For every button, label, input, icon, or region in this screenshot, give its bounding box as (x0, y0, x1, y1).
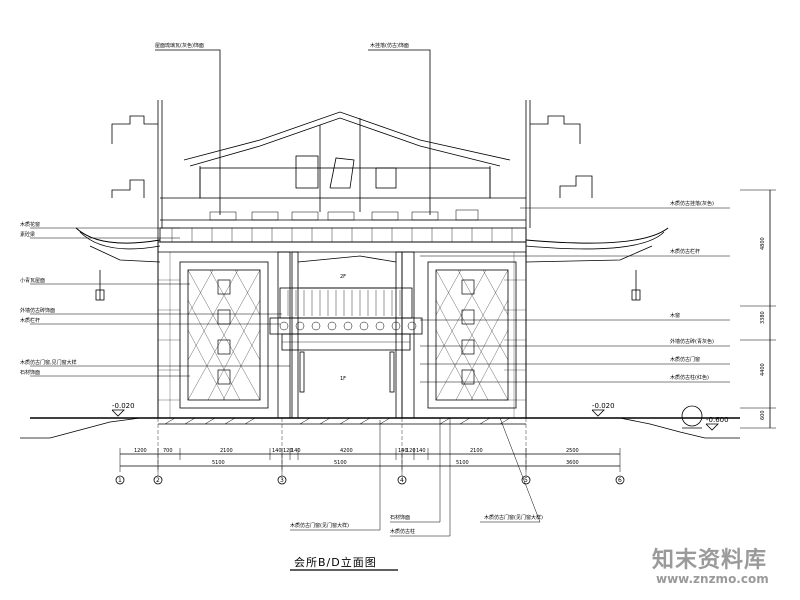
axis-label: 4 (400, 477, 404, 484)
axis-label: 5 (524, 477, 528, 484)
dimensions-bottom: 1200 700 2100 140 120 140 4200 140 120 1… (134, 448, 579, 466)
axis-bubbles: 1 2 3 4 5 6 (118, 477, 622, 484)
callout-bottom-label: 木质仿古门窗(见门窗大样) (290, 522, 349, 529)
dim-label: 5100 (212, 460, 225, 466)
dim-label: 3600 (566, 460, 579, 466)
dim-label: 140 (398, 448, 408, 454)
dim-label: 4800 (760, 237, 766, 250)
inner-labels: 2F 1F (340, 274, 346, 382)
dim-label: 2100 (220, 448, 233, 454)
callouts-left: 木质花窗 素砼梁 小青瓦屋面 外墙仿古砖饰面 木质栏杆 木质仿古门窗,见门窗大样… (20, 221, 77, 376)
dim-label: 140 (272, 448, 282, 454)
watermark: 知末资料库 www.znzmo.com (644, 538, 794, 594)
callout-bottom-label: 石材饰面 (390, 514, 410, 521)
dim-label: 700 (163, 448, 173, 454)
axis-label: 1 (118, 477, 122, 484)
callout-left-label: 外墙仿古砖饰面 (20, 307, 55, 314)
callouts-right: 木质仿古挂落(灰色) 木质仿古栏杆 木窗 外墙仿古砖(青灰色) 木质仿古门窗 木… (670, 200, 714, 381)
callout-left-label: 木质仿古门窗,见门窗大样 (20, 359, 77, 366)
callout-right-label: 木质仿古挂落(灰色) (670, 200, 714, 207)
floor-label: 2F (340, 274, 346, 280)
watermark-url: www.znzmo.com (656, 572, 769, 586)
dim-label: 120 (406, 448, 416, 454)
drawing-linework (20, 49, 776, 571)
dim-label: 1200 (134, 448, 147, 454)
callout-right-label: 外墙仿古砖(青灰色) (670, 338, 714, 345)
callout-right-label: 木质仿古柱(红色) (670, 374, 709, 381)
dim-label: 5100 (456, 460, 469, 466)
callout-top-label: 木挂落(仿古)饰面 (370, 42, 409, 49)
dim-label: 600 (760, 410, 766, 420)
dim-label: 140 (416, 448, 426, 454)
callout-left-label: 木质花窗 (20, 221, 40, 228)
floor-label: 1F (340, 376, 346, 382)
callout-left-label: 素砼梁 (20, 231, 35, 238)
callouts-bottom: 木质仿古门窗(见门窗大样) 石材饰面 木质仿古柱 木质仿古门窗(见门窗大样) (290, 514, 543, 535)
level-marks: -0.020 -0.020 -0.600 (112, 402, 729, 424)
dim-label: 4200 (340, 448, 353, 454)
dim-label: 4400 (760, 363, 766, 376)
callout-top-label: 屋面琉璃瓦(灰色)饰面 (155, 42, 204, 49)
dim-label: 120 (283, 448, 293, 454)
callout-right-label: 木质仿古栏杆 (670, 248, 700, 255)
dim-label: 3380 (760, 311, 766, 324)
level-right: -0.600 (706, 416, 729, 424)
axis-label: 2 (156, 477, 160, 484)
axis-label: 3 (280, 477, 284, 484)
dim-label: 2100 (470, 448, 483, 454)
callout-right-label: 木窗 (670, 312, 680, 319)
watermark-brand: 知末资料库 (652, 548, 768, 573)
dim-label: 5100 (334, 460, 347, 466)
callout-left-label: 小青瓦屋面 (20, 277, 45, 284)
axis-label: 6 (618, 477, 622, 484)
callout-left-label: 石材饰面 (20, 369, 40, 376)
callout-bottom-label: 木质仿古柱 (390, 528, 415, 535)
callout-bottom-label: 木质仿古门窗(见门窗大样) (484, 514, 543, 521)
drawing-title: 会所B/D立面图 (294, 555, 377, 569)
callout-right-label: 木质仿古门窗 (670, 356, 700, 363)
callout-left-label: 木质栏杆 (20, 317, 40, 324)
callouts-top: 屋面琉璃瓦(灰色)饰面 木挂落(仿古)饰面 (155, 42, 409, 49)
level-mid: -0.020 (592, 402, 615, 410)
dim-label: 2500 (566, 448, 579, 454)
dim-label: 140 (291, 448, 301, 454)
level-left: -0.020 (112, 402, 135, 410)
dimensions-right: 4800 3380 4400 600 (760, 237, 766, 420)
